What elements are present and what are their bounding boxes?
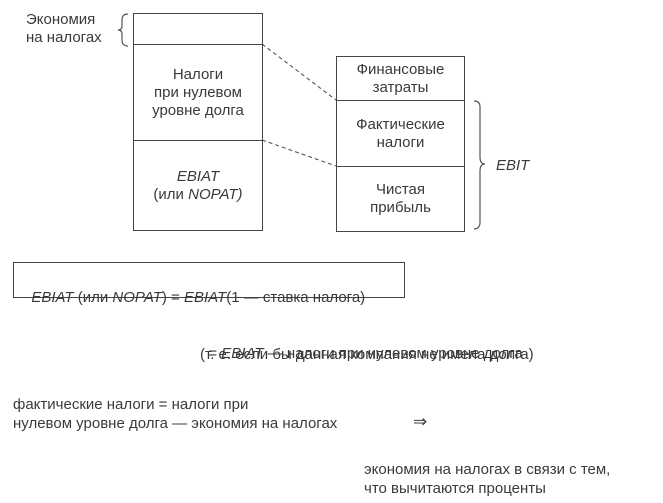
left-brace [117,13,129,47]
net-profit-cell: Чистая прибыль [370,181,431,216]
result-line-1: экономия на налогах в связи с тем, [364,461,611,478]
right-column-box: Финансовые затраты Фактические налоги Чи… [336,56,465,232]
formula-ebiat-2: EBIAT [183,289,227,306]
ebiat-alt-label: (или NOPAT) [153,185,243,203]
explanation-line-2: нулевом уровне долга — экономия на налог… [13,415,338,432]
implies-arrow: ⇒ [413,412,428,431]
left-column-box: Налоги при нулевом уровне долга EBIAT (и… [133,13,263,231]
ebiat-label: EBIAT [176,167,220,185]
formula-nopat: NOPAT [112,289,162,306]
actual-taxes-cell: Фактические налоги [337,101,464,167]
formula-line-2-ebiat: EBIAT [221,345,264,362]
dashed-connector-top [261,43,337,101]
formula-tail: (1 — ставка налога) [226,289,366,306]
financial-costs-cell: Финансовые затраты [337,57,464,101]
taxes-zero-debt-cell: Налоги при нулевом уровне долга [134,45,262,141]
formula-line-2-rest: — налоги при нулевом уровне долга [263,345,523,362]
formula-box [13,262,405,298]
formula-ebiat-1: EBIAT [31,289,74,306]
formula-or: (или [73,289,113,306]
formula-line-2: = EBIAT — налоги при нулевом уровне долг… [200,327,523,363]
tax-savings-cell [134,14,262,45]
dashed-connector-bottom [261,139,337,167]
right-brace [473,100,486,230]
result-line-2: что вычитаются проценты [364,480,546,497]
explanation-line-1: фактические налоги = налоги при [13,396,249,413]
formula-equals: ) = [161,289,184,306]
formula-main: EBIAT (или NOPAT) = EBIAT(1 — ставка нал… [23,271,365,307]
ebit-label: EBIT [496,157,530,174]
formula-line-2-prefix: = [208,345,222,362]
tax-savings-label: Экономия на налогах [26,11,102,46]
ebiat-cell: EBIAT (или NOPAT) [134,141,262,230]
formula-line-3: (т. е. если бы данная компания не имела … [200,346,534,363]
